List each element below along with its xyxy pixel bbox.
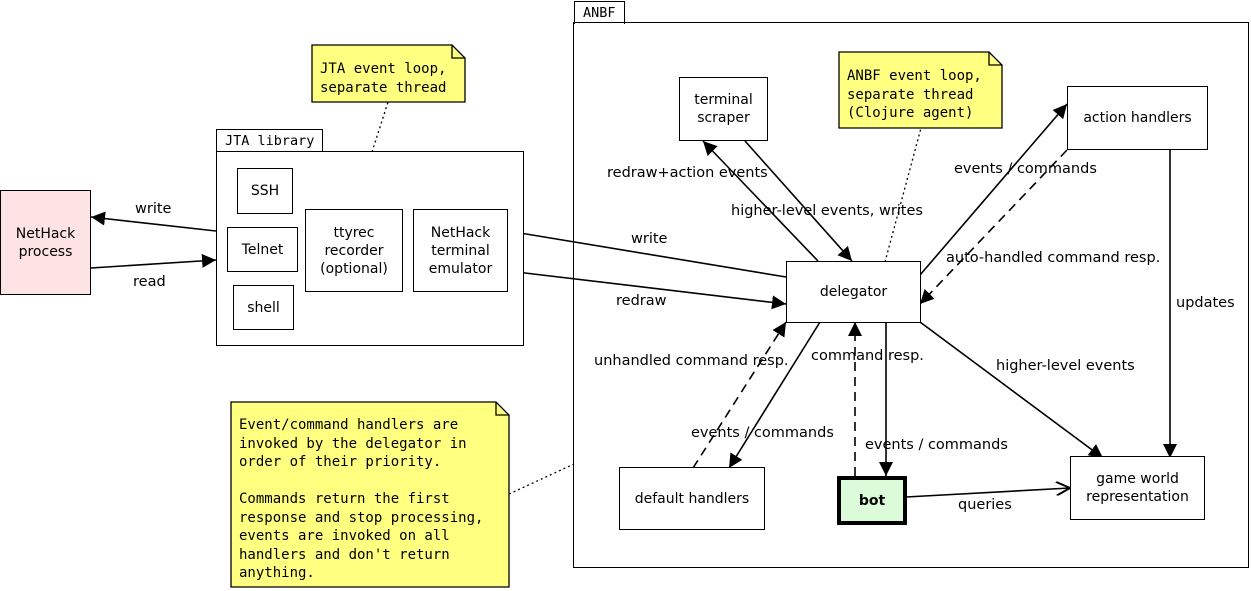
note-shape-jta xyxy=(311,44,466,103)
edge-nethack-read-jta xyxy=(90,253,217,269)
edge-bot-queries-world xyxy=(905,488,1070,498)
note-shape-anbf xyxy=(838,51,1003,129)
handlers-priority-note: Event/command handlers are invoked by th… xyxy=(239,417,484,581)
default-handlers-box: default handlers xyxy=(619,467,765,530)
edge-action-handlers-to-delegator xyxy=(919,149,1068,305)
edge-scraper-to-delegator xyxy=(744,140,853,262)
label-read-left: read xyxy=(133,274,166,290)
note-shape-handlers xyxy=(230,401,510,588)
label-write-left: write xyxy=(135,201,172,217)
anbf-package xyxy=(573,22,1249,568)
nethack-process-box: NetHack process xyxy=(0,190,91,295)
edge-delegator-write-emulator xyxy=(507,226,787,278)
edge-emulator-redraw-delegator xyxy=(507,270,787,310)
label-updates: updates xyxy=(1176,295,1235,311)
edge-delegator-to-action-handlers xyxy=(919,103,1068,276)
telnet-box: Telnet xyxy=(227,227,298,272)
label-higher-level-events: higher-level events xyxy=(996,358,1135,374)
terminal-emulator-box: NetHack terminal emulator xyxy=(413,209,508,292)
label-write-mid: write xyxy=(631,231,668,247)
bot-box: bot xyxy=(837,476,907,525)
jta-package-tab: JTA library xyxy=(216,129,324,152)
anchor-anbf-note xyxy=(884,127,922,263)
anbf-package-tab: ANBF xyxy=(574,1,625,24)
label-auto-handled: auto-handled command resp. xyxy=(946,250,1161,266)
label-events-commands-top: events / commands xyxy=(954,161,1097,177)
label-higher-level-events-writes: higher-level events, writes xyxy=(731,203,923,219)
label-redraw-action-events: redraw+action events xyxy=(607,165,768,181)
edge-delegator-to-default-handlers xyxy=(728,321,821,469)
label-events-commands-bot: events / commands xyxy=(865,437,1008,453)
edge-delegator-to-world xyxy=(919,321,1104,459)
game-world-box: game world representation xyxy=(1070,456,1205,520)
delegator-box: delegator xyxy=(786,261,921,323)
edge-delegator-to-scraper xyxy=(702,140,819,262)
label-redraw-mid: redraw xyxy=(616,293,667,309)
anchor-jta-note xyxy=(371,101,389,153)
ssh-box: SSH xyxy=(237,168,293,214)
shell-box: shell xyxy=(233,285,294,330)
anbf-event-loop-note: ANBF event loop, separate thread (Clojur… xyxy=(847,68,982,121)
ttyrec-recorder-box: ttyrec recorder (optional) xyxy=(305,209,403,292)
label-queries: queries xyxy=(958,497,1012,513)
label-unhandled-command-resp: unhandled command resp. xyxy=(594,353,789,369)
edge-jta-write-nethack xyxy=(90,211,217,232)
action-handlers-box: action handlers xyxy=(1067,86,1208,150)
jta-event-loop-note: JTA event loop, separate thread xyxy=(320,61,447,96)
anchor-handlers-note xyxy=(508,463,575,495)
label-events-commands-default: events / commands xyxy=(691,425,834,441)
label-command-resp: command resp. xyxy=(811,348,924,364)
terminal-scraper-box: terminal scraper xyxy=(679,77,768,141)
